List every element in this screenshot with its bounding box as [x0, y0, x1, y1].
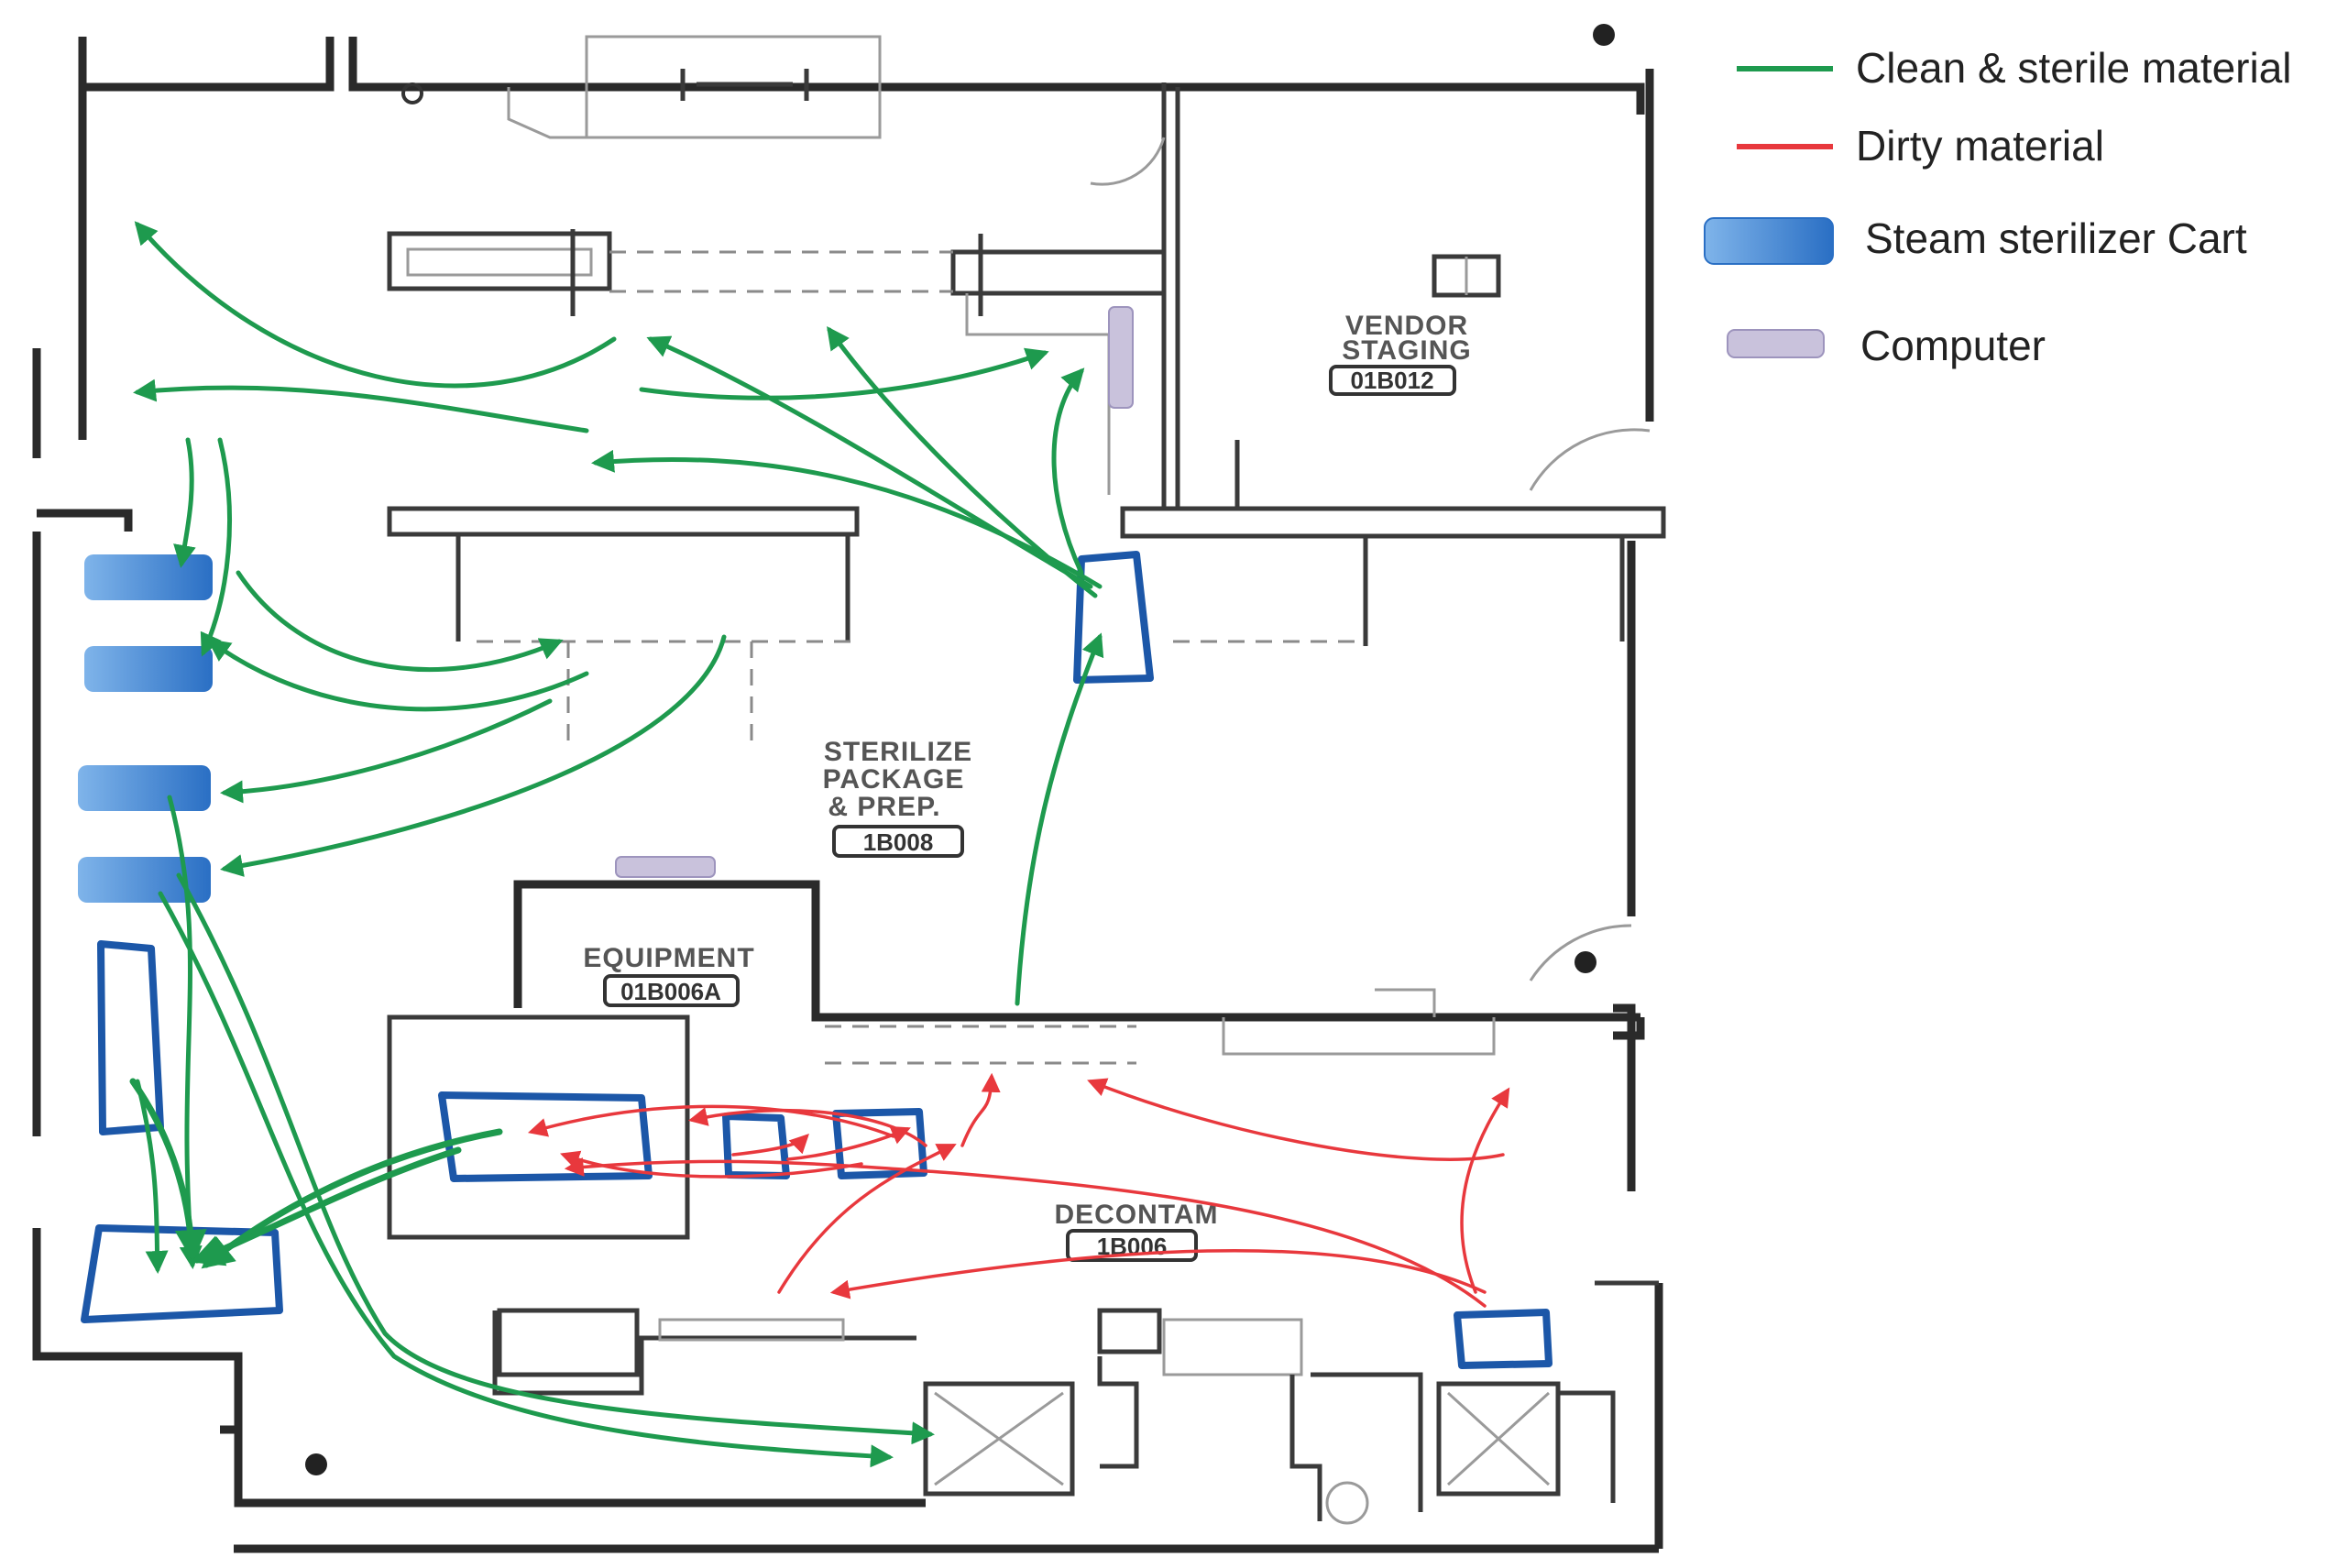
- svg-text:DECONTAM: DECONTAM: [1054, 1200, 1218, 1230]
- walls: [32, 24, 1666, 1553]
- room-sterilize-package-prep: STERILIZE PACKAGE & PREP. 1B008: [823, 737, 972, 858]
- legend-computer-swatch: [1727, 329, 1825, 358]
- computer-2: [615, 856, 716, 878]
- svg-text:01B006A: 01B006A: [620, 978, 721, 1005]
- svg-text:VENDOR: VENDOR: [1345, 311, 1468, 341]
- computers: [615, 306, 1134, 878]
- room-vendor-staging: VENDOR STAGING 01B012: [1329, 311, 1471, 396]
- legend-dirty-label: Dirty material: [1856, 122, 2104, 170]
- svg-text:STAGING: STAGING: [1342, 335, 1471, 366]
- computer-1: [1108, 306, 1134, 409]
- legend: Clean & sterile material Dirty material …: [1704, 44, 2292, 369]
- svg-text:& PREP.: & PREP.: [828, 792, 940, 822]
- legend-cart-swatch: [1704, 217, 1834, 265]
- svg-text:1B008: 1B008: [863, 828, 934, 856]
- svg-text:STERILIZE: STERILIZE: [824, 737, 972, 767]
- dirty-flow-arrows: [527, 1072, 1510, 1308]
- clean-flow-arrows: [129, 221, 1104, 1468]
- svg-text:PACKAGE: PACKAGE: [823, 764, 965, 795]
- cart-1: [84, 554, 213, 600]
- svg-text:01B012: 01B012: [1350, 367, 1433, 394]
- steam-sterilizer-carts: [78, 554, 213, 903]
- svg-text:EQUIPMENT: EQUIPMENT: [583, 943, 754, 973]
- cart-2: [84, 646, 213, 692]
- cart-3: [78, 765, 211, 811]
- cart-4: [78, 857, 211, 903]
- room-equipment: EQUIPMENT 01B006A: [583, 943, 754, 1007]
- legend-cart-label: Steam sterilizer Cart: [1865, 214, 2247, 262]
- legend-clean-label: Clean & sterile material: [1856, 44, 2292, 92]
- legend-computer-label: Computer: [1860, 322, 2046, 369]
